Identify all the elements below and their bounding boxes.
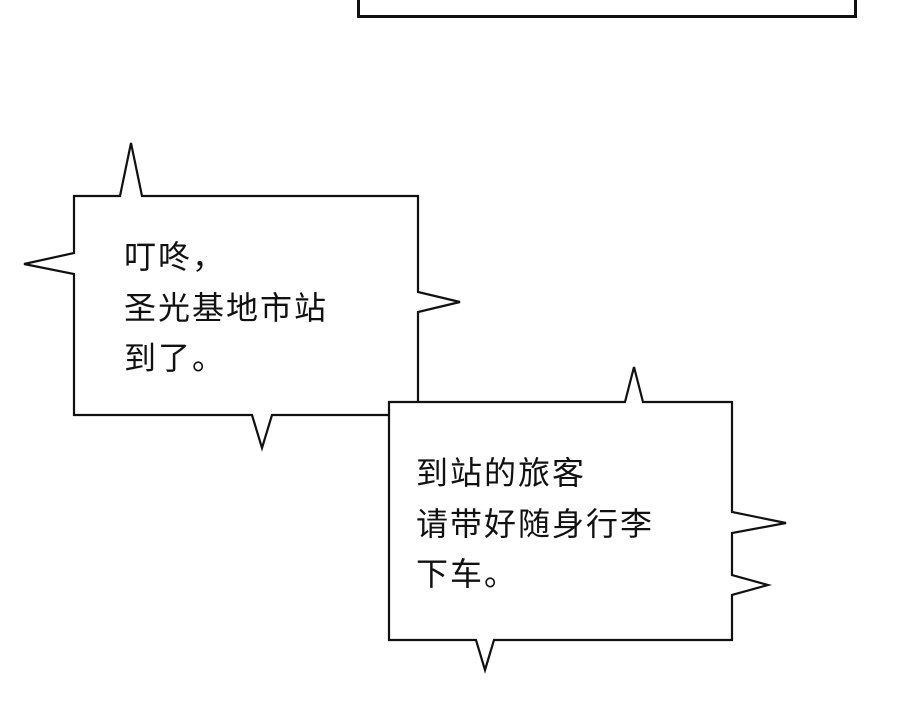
bubble-2-line-3: 下车。 [416, 555, 519, 594]
bubble-1-line-3: 到了。 [124, 339, 227, 378]
bubble-1-line-2: 圣光基地市站 [124, 288, 329, 327]
top-panel-frame [357, 0, 857, 18]
bubble-2-line-2: 请带好随身行李 [416, 504, 655, 543]
speech-bubble-2-text: 到站的旅客 请带好随身行李 下车。 [416, 448, 654, 600]
bubble-2-line-1: 到站的旅客 [416, 454, 587, 492]
bubble-1-line-1: 叮咚， [124, 238, 227, 276]
speech-bubble-1-text: 叮咚， 圣光基地市站 到了。 [124, 232, 328, 384]
speech-bubble-2-outline [387, 366, 787, 674]
